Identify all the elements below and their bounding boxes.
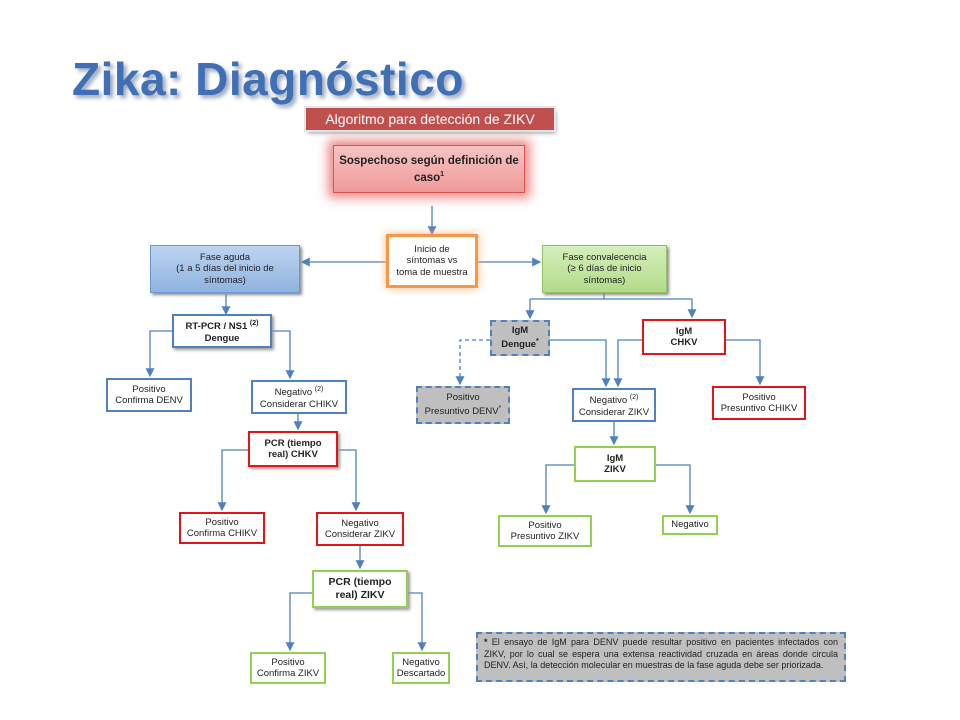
arrow-convalecencia-split (530, 293, 692, 300)
arrow-igm-zikv-negativo (656, 464, 695, 515)
footnote-box: * El ensayo de IgM para DENV puede resul… (476, 632, 846, 682)
igm-chkv-node: IgM CHKV (642, 319, 726, 355)
arrow-rtpcr-negativo-chikv (272, 330, 295, 380)
positivo-confirma-zikv-node: Positivo Confirma ZIKV (250, 652, 326, 684)
positivo-presuntivo-denv-node: Positivo Presuntivo DENV* (416, 386, 510, 424)
positivo-confirma-denv-node: Positivo Confirma DENV (106, 378, 192, 412)
arrow-igm-chkv-negativo (613, 339, 642, 388)
sospechoso-node: Sospechoso según definición de caso1 (333, 145, 525, 193)
footnote-marker: * (484, 637, 488, 647)
positivo-confirma-chikv-node: Positivo Confirma CHIKV (179, 512, 265, 544)
rtpcr-ns1-dengue-node: RT-PCR / NS1 (2) Dengue (172, 314, 272, 348)
arrow-igm-dengue-negativo (550, 339, 611, 388)
arrow-pcr-chikv-positivo (217, 449, 248, 512)
negativo-considerar-zikv-node: Negativo Considerar ZIKV (316, 512, 404, 546)
positivo-presuntivo-zikv-node: Positivo Presuntivo ZIKV (498, 515, 592, 547)
negativo-considerar-chikv-node: Negativo (2) Considerar CHIKV (251, 380, 347, 414)
negativo-considerar-zikv-right-node: Negativo (2) Considerar ZIKV (572, 388, 656, 422)
arrow-igm-dengue-presuntivo (455, 339, 490, 386)
positivo-presuntivo-chikv-node: Positivo Presuntivo CHIKV (712, 386, 806, 420)
arrow-igm-zikv-positivo (541, 464, 574, 515)
igm-dengue-node: IgM Dengue* (490, 320, 550, 356)
fase-convalecencia-node: Fase convalecencia (≥ 6 días de inicio s… (542, 245, 667, 293)
arrow-pcr-zikv-positivo (285, 592, 312, 652)
fase-aguda-node: Fase aguda (1 a 5 días del inicio de sín… (150, 245, 300, 293)
igm-zikv-node: IgM ZIKV (574, 446, 656, 482)
arrow-pcr-chikv-negativo (338, 449, 361, 512)
arrow-pcr-zikv-negativo (408, 592, 427, 652)
algorithm-subtitle-badge: Algoritmo para detección de ZIKV (306, 108, 554, 130)
footnote-text: El ensayo de IgM para DENV puede resulta… (484, 637, 838, 670)
page-title: Zika: Diagnóstico (72, 53, 464, 105)
pcr-tiempo-real-chkv-node: PCR (tiempo real) CHKV (248, 431, 338, 467)
inicio-sintomas-node: Inicio de síntomas vs toma de muestra (386, 234, 478, 288)
pcr-tiempo-real-zikv-node: PCR (tiempo real) ZIKV (312, 570, 408, 608)
negativo-final-node: Negativo (662, 515, 718, 535)
negativo-descartado-node: Negativo Descartado (392, 652, 450, 684)
arrow-igm-chkv-positivo (726, 339, 765, 386)
arrow-rtpcr-positivo-denv (145, 330, 172, 378)
